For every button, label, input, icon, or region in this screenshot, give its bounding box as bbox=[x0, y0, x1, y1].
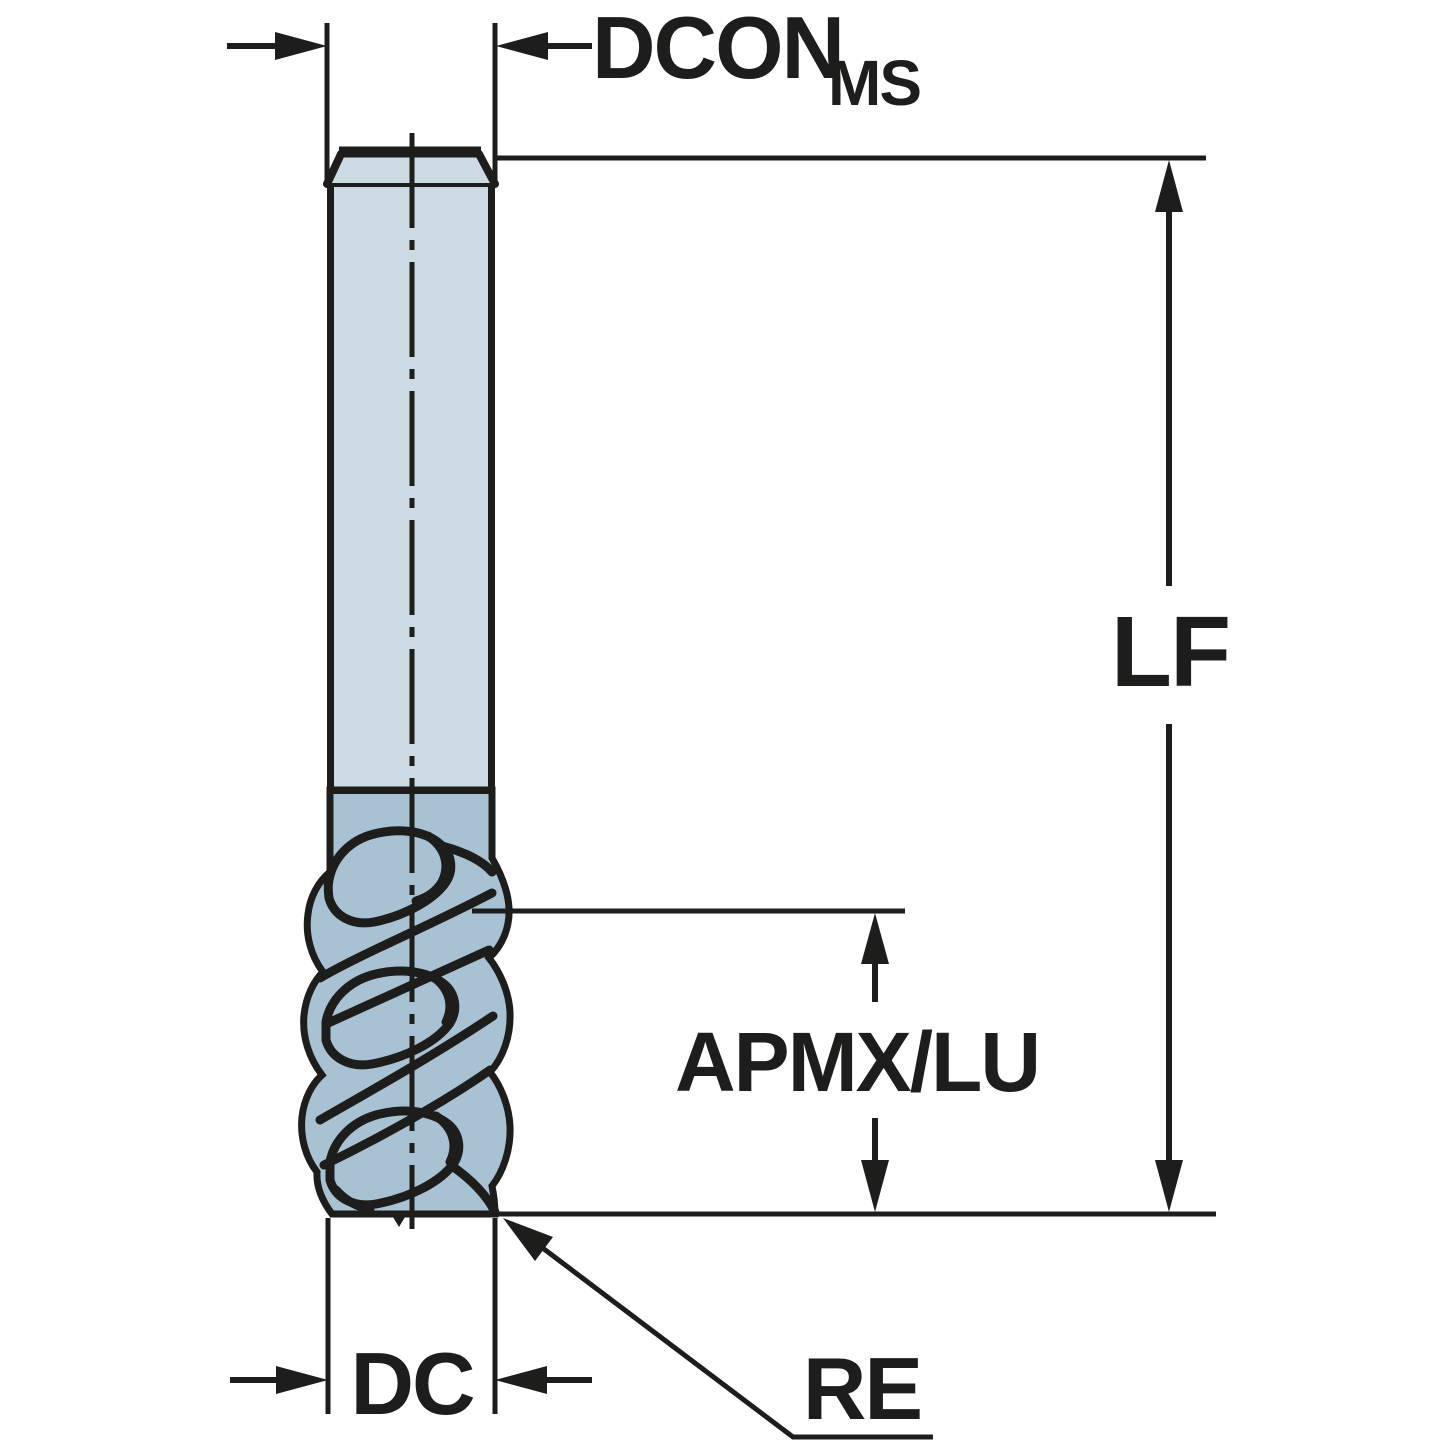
flute-lobe-mid bbox=[321, 966, 460, 1070]
end-tooth-notch bbox=[390, 1212, 408, 1227]
dcon-subscript-label: MS bbox=[828, 47, 920, 119]
re-arrowhead bbox=[503, 1218, 553, 1261]
flute-bottom-arc bbox=[331, 1185, 375, 1214]
flute-land-2a bbox=[315, 1011, 498, 1125]
lf-arrowhead-top bbox=[1155, 160, 1183, 212]
apmx-arrowhead-bottom bbox=[861, 1160, 889, 1212]
dcon-label: DCON bbox=[592, 0, 843, 97]
dcon-arrowhead-left bbox=[275, 32, 327, 60]
dimension-labels: DCON MS LF APMX/LU DC RE bbox=[350, 0, 1231, 1438]
flute-land-1a bbox=[315, 888, 497, 983]
flute-curves bbox=[315, 826, 500, 1217]
flute-land-1b bbox=[321, 945, 494, 1029]
flute-runout-bottom bbox=[447, 1161, 500, 1217]
flute-curl-mid bbox=[427, 971, 455, 1027]
re-label: RE bbox=[803, 1339, 921, 1438]
re-leader-line bbox=[538, 1244, 933, 1440]
dcon-arrowhead-right bbox=[496, 32, 548, 60]
flute-curl-bottom bbox=[431, 1111, 459, 1167]
apmx-lu-label: APMX/LU bbox=[675, 1015, 1039, 1109]
flute-runout-top bbox=[437, 841, 497, 877]
dc-arrowhead-right bbox=[495, 1366, 547, 1394]
dc-label: DC bbox=[350, 1334, 474, 1433]
dimension-linework bbox=[227, 23, 1216, 1440]
dc-arrowhead-left bbox=[276, 1366, 328, 1394]
arrowheads bbox=[275, 32, 1183, 1394]
flute-land-2b bbox=[319, 1065, 495, 1170]
apmx-arrowhead-top bbox=[861, 913, 889, 964]
tool-drawing bbox=[298, 133, 514, 1229]
lf-arrowhead-bottom bbox=[1155, 1160, 1183, 1212]
lf-label: LF bbox=[1111, 596, 1229, 708]
